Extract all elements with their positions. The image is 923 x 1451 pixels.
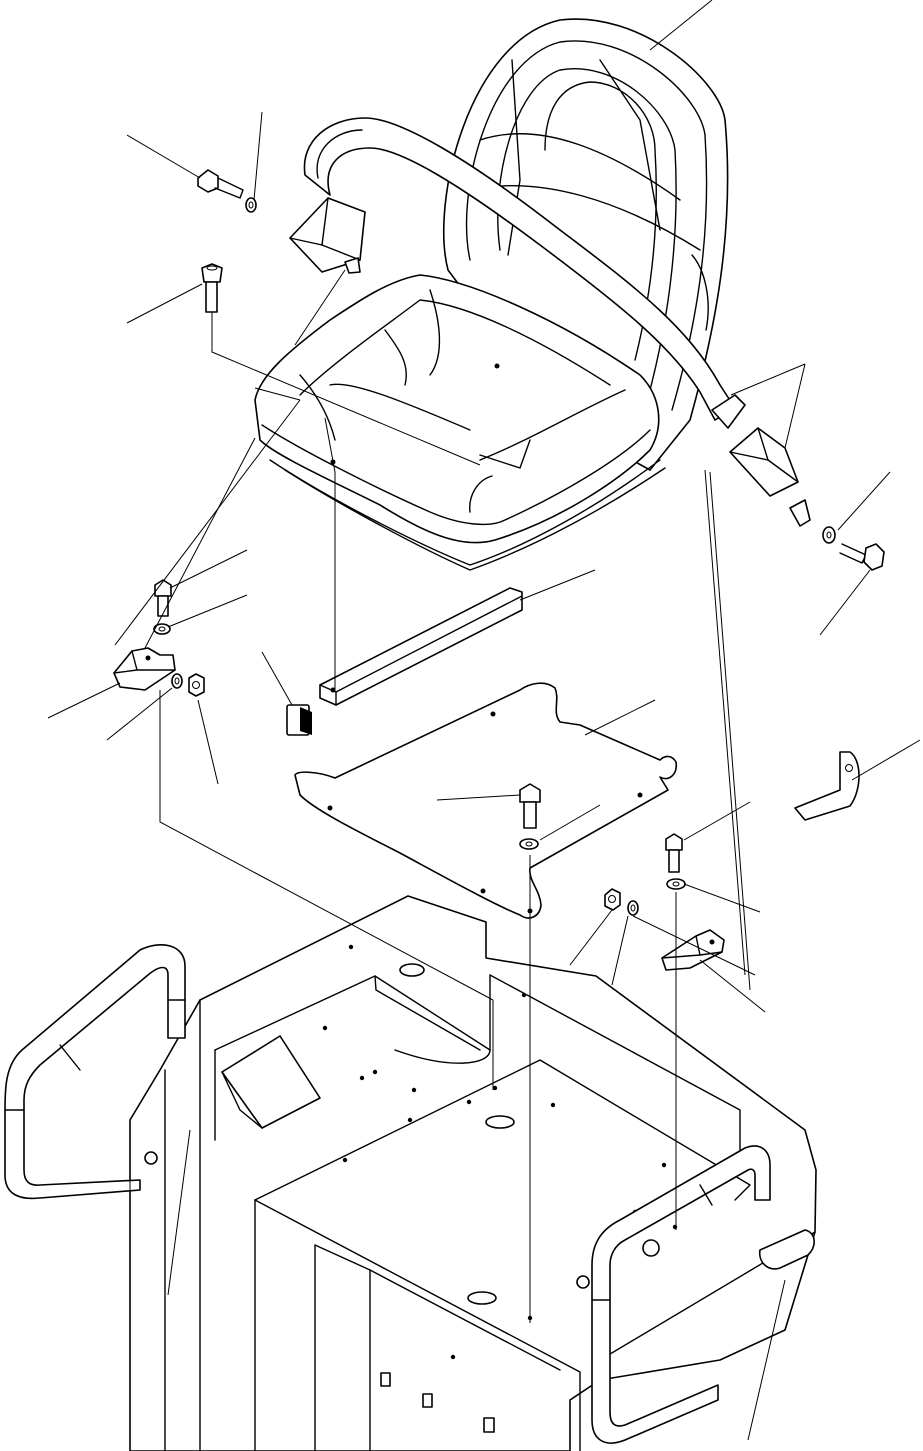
- mounting-bolt-5: [665, 833, 683, 873]
- hex-nut-1: [188, 673, 205, 697]
- washer-3: [171, 673, 183, 689]
- washer-6: [627, 900, 639, 916]
- seat-belt-retractor: [289, 197, 366, 274]
- operator-platform: [129, 895, 817, 1451]
- washer-4: [519, 838, 539, 850]
- left-handrail: [4, 944, 186, 1200]
- seat-rail: [319, 587, 523, 706]
- seat-belt-strap: [303, 117, 736, 421]
- mounting-bolt-3: [154, 579, 172, 617]
- seat-cushion: [254, 274, 666, 571]
- mounting-bolt-1: [197, 169, 244, 199]
- end-cap: [286, 704, 312, 736]
- hex-nut-2: [604, 888, 621, 911]
- seat-bracket-right: [661, 929, 725, 971]
- seat-belt-buckle: [711, 394, 811, 527]
- washer-2: [153, 623, 171, 635]
- seat-base-plate: [294, 682, 678, 919]
- mounting-bolt-4: [519, 783, 541, 829]
- washer-7: [822, 526, 836, 544]
- mounting-bolt-6: [839, 543, 885, 571]
- washer-5: [666, 878, 686, 890]
- seat-bracket-left: [113, 647, 176, 691]
- leader-lines: [47, 0, 921, 1441]
- right-handrail: [576, 1145, 815, 1444]
- mounting-bolt-2: [201, 263, 223, 313]
- l-bracket: [794, 751, 860, 821]
- washer-1: [245, 197, 257, 213]
